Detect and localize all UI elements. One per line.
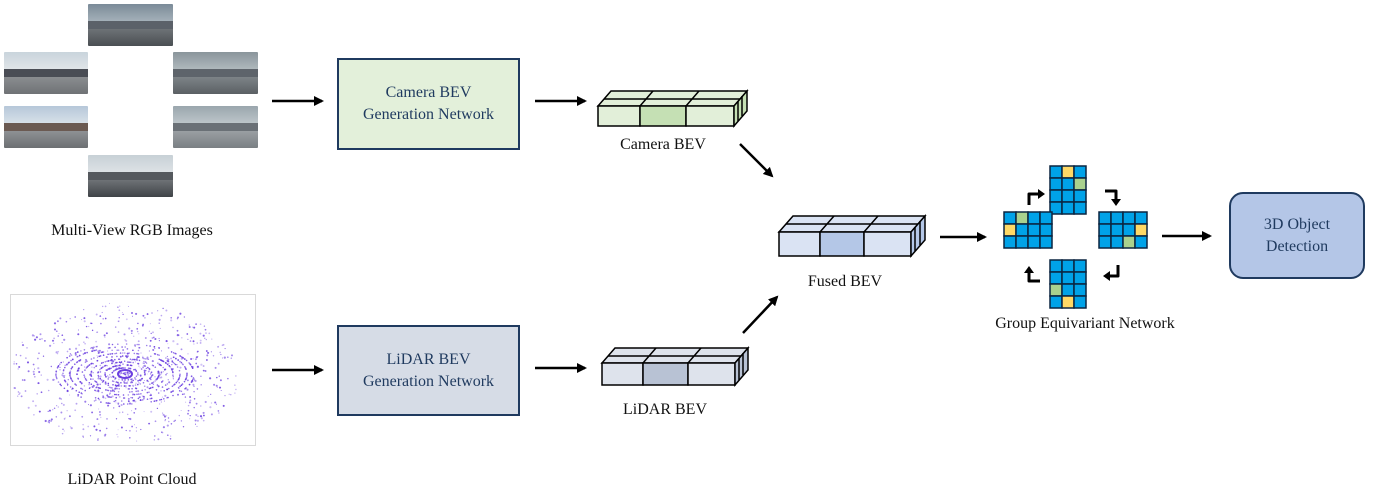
grid-cell bbox=[1110, 211, 1124, 225]
grid-cell bbox=[1049, 271, 1063, 285]
camera-image-back-right bbox=[173, 106, 258, 148]
grid-cell bbox=[1039, 235, 1053, 249]
grid-cell bbox=[1061, 177, 1075, 191]
grid-cell bbox=[1073, 165, 1087, 179]
lidar-bev-label: LiDAR BEV bbox=[623, 401, 707, 418]
grid-cell bbox=[1039, 211, 1053, 225]
point-cloud-scatter bbox=[13, 302, 237, 442]
camera-image-front-right bbox=[173, 52, 258, 94]
gen-grid-left bbox=[1003, 211, 1053, 249]
group-equivariant-label: Group Equivariant Network bbox=[995, 315, 1175, 332]
detection-line2: Detection bbox=[1265, 237, 1329, 255]
grid-cell bbox=[1073, 295, 1087, 309]
lidar-bev-generation-network-box: LiDAR BEV Generation Network bbox=[337, 325, 520, 416]
grid-cell bbox=[1049, 283, 1063, 297]
grid-cell bbox=[1098, 235, 1112, 249]
grid-cell bbox=[1073, 189, 1087, 203]
grid-cell bbox=[1061, 295, 1075, 309]
grid-cell bbox=[1061, 189, 1075, 203]
grid-cell bbox=[1134, 211, 1148, 225]
grid-cell bbox=[1073, 259, 1087, 273]
grid-cell bbox=[1061, 283, 1075, 297]
grid-cell bbox=[1073, 283, 1087, 297]
lidar-net-line1: LiDAR BEV bbox=[386, 350, 471, 368]
grid-cell bbox=[1027, 211, 1041, 225]
camera-bev-block bbox=[596, 88, 749, 129]
group-equivariant-network bbox=[1003, 165, 1148, 309]
grid-cell bbox=[1134, 223, 1148, 237]
grid-cell bbox=[1110, 223, 1124, 237]
grid-cell bbox=[1061, 271, 1075, 285]
grid-cell bbox=[1027, 223, 1041, 237]
camera-bev-generation-network-box: Camera BEV Generation Network bbox=[337, 58, 520, 150]
grid-cell bbox=[1122, 223, 1136, 237]
camera-net-line1: Camera BEV bbox=[385, 84, 472, 101]
grid-cell bbox=[1061, 201, 1075, 215]
camera-image-front bbox=[88, 4, 173, 46]
camera-bev-label: Camera BEV bbox=[620, 136, 706, 153]
camera-net-line2: Generation Network bbox=[362, 106, 495, 123]
grid-cell bbox=[1027, 235, 1041, 249]
gen-grid-right bbox=[1098, 211, 1148, 249]
grid-cell bbox=[1003, 235, 1017, 249]
gen-grid-top bbox=[1049, 165, 1087, 215]
grid-cell bbox=[1049, 295, 1063, 309]
grid-cell bbox=[1015, 211, 1029, 225]
grid-cell bbox=[1003, 211, 1017, 225]
grid-cell bbox=[1049, 259, 1063, 273]
lidar-net-line2: Generation Network bbox=[362, 372, 495, 390]
grid-cell bbox=[1073, 177, 1087, 191]
fused-bev-label: Fused BEV bbox=[807, 273, 883, 290]
multiview-label: Multi-View RGB Images bbox=[51, 222, 213, 239]
grid-cell bbox=[1110, 235, 1124, 249]
grid-cell bbox=[1015, 223, 1029, 237]
arrow-camera-bev-to-fused bbox=[739, 143, 774, 178]
rotate-arrow-top-right bbox=[1105, 189, 1118, 201]
camera-image-front-left bbox=[4, 52, 88, 94]
camera-image-back bbox=[88, 155, 173, 197]
grid-cell bbox=[1015, 235, 1029, 249]
rotate-arrow-bottom-right bbox=[1108, 265, 1120, 278]
lidar-bev-block bbox=[600, 345, 750, 388]
lidar-cloud-label: LiDAR Point Cloud bbox=[67, 471, 197, 488]
grid-cell bbox=[1073, 201, 1087, 215]
grid-cell bbox=[1073, 271, 1087, 285]
grid-cell bbox=[1049, 165, 1063, 179]
grid-cell bbox=[1049, 177, 1063, 191]
grid-cell bbox=[1039, 223, 1053, 237]
grid-cell bbox=[1098, 211, 1112, 225]
arrow-lidar-bev-to-fused bbox=[742, 295, 779, 334]
rotate-arrow-top-left bbox=[1027, 192, 1040, 205]
grid-cell bbox=[1122, 211, 1136, 225]
rotate-arrow-bottom-left bbox=[1027, 271, 1040, 283]
gen-grid-bottom bbox=[1049, 259, 1087, 309]
detection-line1: 3D Object bbox=[1263, 215, 1331, 233]
camera-image-back-left bbox=[4, 106, 88, 148]
grid-cell bbox=[1003, 223, 1017, 237]
grid-cell bbox=[1122, 235, 1136, 249]
grid-cell bbox=[1049, 189, 1063, 203]
detection-box: 3D Object Detection bbox=[1229, 192, 1365, 279]
fused-bev-block bbox=[777, 214, 927, 258]
grid-cell bbox=[1061, 165, 1075, 179]
rotation-arrows bbox=[1024, 189, 1121, 283]
grid-cell bbox=[1098, 223, 1112, 237]
grid-cell bbox=[1134, 235, 1148, 249]
grid-cell bbox=[1061, 259, 1075, 273]
